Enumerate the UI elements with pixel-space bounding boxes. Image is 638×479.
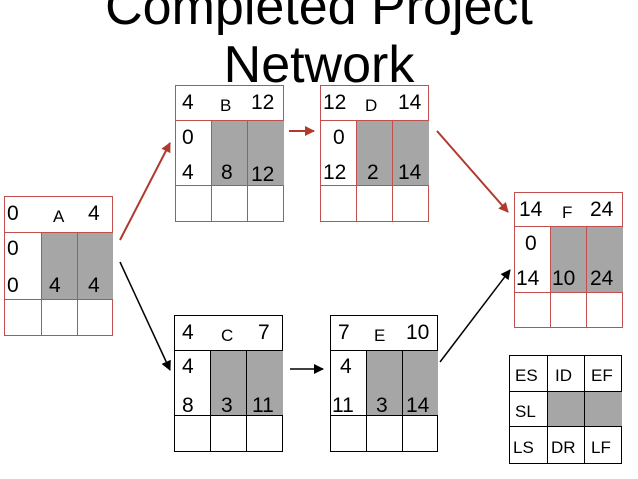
node-b-dr: 8 bbox=[221, 161, 233, 184]
node-c-id: C bbox=[221, 326, 234, 345]
node-d-es: 12 bbox=[323, 91, 347, 114]
legend-id: ID bbox=[555, 366, 572, 385]
title-line-1: Completed Project bbox=[105, 0, 533, 36]
node-e-ef: 10 bbox=[406, 321, 430, 344]
node-a-id: A bbox=[53, 207, 65, 226]
node-d-sl: 0 bbox=[333, 126, 345, 149]
node-b-sl: 0 bbox=[182, 126, 194, 149]
legend-dr: DR bbox=[551, 438, 576, 457]
node-a-es: 0 bbox=[7, 202, 19, 225]
arrow-a-to-c bbox=[119, 261, 171, 371]
node-b: 4 B 12 0 4 8 12 bbox=[175, 85, 284, 222]
node-d-dr: 2 bbox=[367, 161, 379, 184]
node-a-sl: 0 bbox=[7, 237, 19, 260]
diagram-title: Completed Project Network bbox=[0, 0, 638, 94]
legend-key: ES ID EF SL LS DR LF bbox=[509, 355, 622, 464]
node-f-sl: 0 bbox=[525, 232, 537, 255]
node-a-lf: 4 bbox=[88, 274, 100, 297]
node-c-ls: 8 bbox=[182, 394, 194, 417]
node-a-ef: 4 bbox=[88, 202, 100, 225]
arrow-d-to-f bbox=[436, 130, 509, 213]
legend-lf: LF bbox=[591, 438, 611, 457]
legend-ef: EF bbox=[591, 366, 613, 385]
node-c-sl: 4 bbox=[182, 355, 194, 378]
node-e-dr: 3 bbox=[376, 394, 388, 417]
node-e-id: E bbox=[374, 326, 386, 345]
node-b-es: 4 bbox=[182, 91, 194, 114]
node-d-lf: 14 bbox=[398, 161, 422, 184]
legend-es: ES bbox=[515, 366, 538, 385]
node-c: 4 C 7 4 8 3 11 bbox=[174, 315, 283, 452]
node-e-es: 7 bbox=[338, 321, 350, 344]
node-a: 0 A 4 0 0 4 4 bbox=[4, 196, 113, 336]
node-e-ls: 11 bbox=[332, 394, 354, 417]
title-line-2: Network bbox=[223, 36, 415, 94]
node-d: 12 D 14 0 12 2 14 bbox=[320, 85, 429, 222]
node-d-ls: 12 bbox=[323, 161, 347, 184]
node-d-id: D bbox=[365, 96, 378, 115]
node-a-dr: 4 bbox=[49, 274, 61, 297]
node-f: 14 F 24 0 14 10 24 bbox=[514, 192, 623, 328]
node-f-ls: 14 bbox=[516, 267, 540, 290]
node-c-ef: 7 bbox=[258, 321, 270, 344]
node-e-lf: 14 bbox=[406, 394, 430, 417]
node-b-ls: 4 bbox=[182, 161, 194, 184]
node-f-es: 14 bbox=[519, 198, 543, 221]
arrow-a-to-b bbox=[119, 142, 171, 241]
node-d-ef: 14 bbox=[398, 91, 422, 114]
node-c-es: 4 bbox=[182, 321, 194, 344]
node-b-id: B bbox=[220, 96, 232, 115]
node-b-ef: 12 bbox=[251, 91, 275, 114]
node-c-lf: 11 bbox=[252, 394, 274, 417]
node-b-lf: 12 bbox=[251, 163, 275, 186]
node-a-ls: 0 bbox=[7, 274, 19, 297]
legend-ls: LS bbox=[513, 438, 534, 457]
node-c-dr: 3 bbox=[221, 394, 233, 417]
node-f-id: F bbox=[562, 203, 573, 222]
legend-sl: SL bbox=[515, 402, 536, 421]
node-f-ef: 24 bbox=[590, 198, 614, 221]
node-e-sl: 4 bbox=[340, 355, 352, 378]
node-f-dr: 10 bbox=[552, 267, 576, 290]
arrow-e-to-f bbox=[439, 269, 511, 363]
node-f-lf: 24 bbox=[590, 267, 614, 290]
node-e: 7 E 10 4 11 3 14 bbox=[330, 315, 438, 452]
